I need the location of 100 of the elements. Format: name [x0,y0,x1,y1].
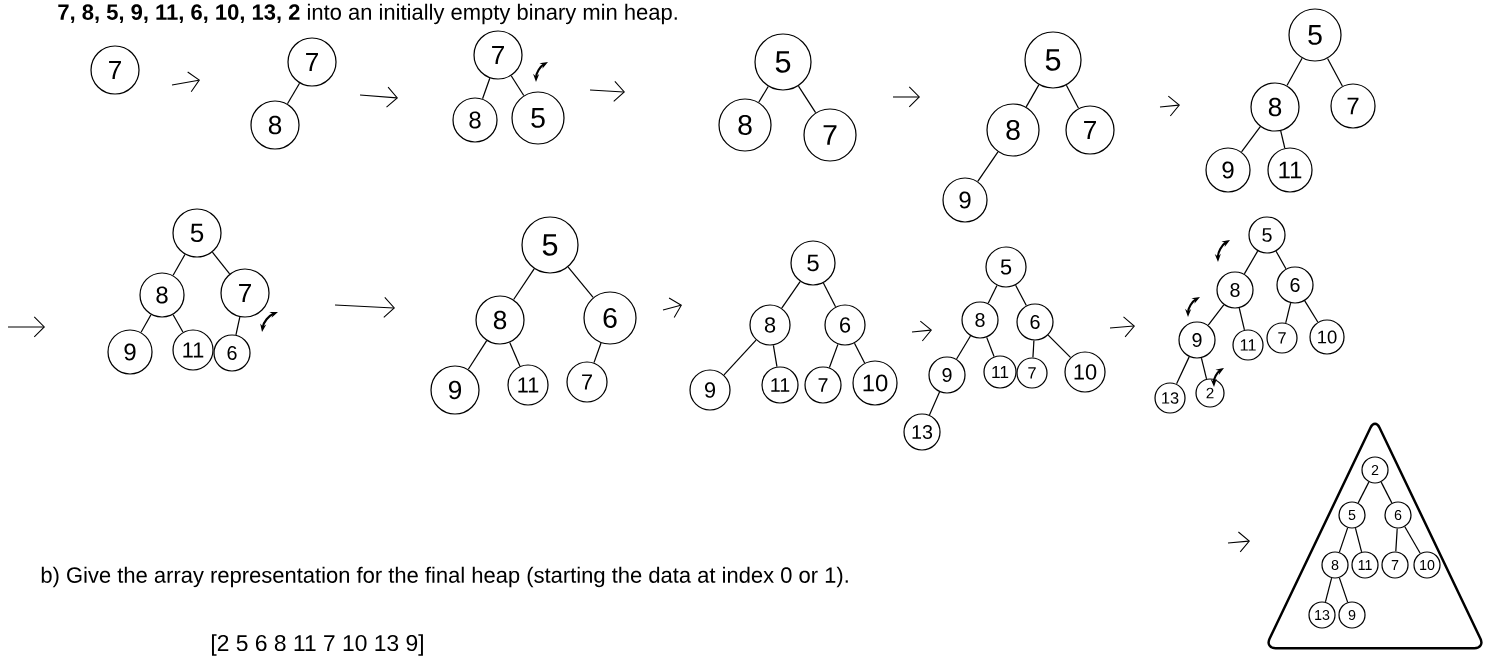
heap-node: 6 [583,291,637,345]
question-text: b) Give the array representation for the final heap (starting the data at index 0 or 1). [41,566,848,588]
heap-node: 7 [1330,83,1376,129]
tree-edge [1286,57,1303,87]
tree-edge [797,85,817,114]
tree-edge [723,339,757,376]
heap-node: 11 [1267,147,1313,193]
heap-node: 8 [452,97,498,143]
heap-node: 11 [761,366,799,404]
tree-edge [211,251,231,275]
tree-edge [1176,356,1190,385]
heap-node: 8 [475,295,525,345]
heap-node: 7 [473,30,523,80]
heap-node: 11 [1232,329,1264,361]
heap-node: 8 [986,103,1040,157]
heap-node: 13 [903,413,941,451]
heap-node: 7 [287,37,337,87]
tree-edge [172,253,186,276]
tree-edge [853,342,866,364]
heap-node: 7 [90,45,140,95]
tree-edge [509,342,521,367]
heap-node: 7 [566,361,608,403]
tree-edge [758,85,769,103]
tree-edge [1275,250,1287,270]
heap-node: 8 [1250,82,1300,132]
heap-node: 11 [507,364,549,406]
heap-node: 8 [749,304,791,346]
heap-node: 8 [250,100,300,150]
heap-node: 7 [1016,357,1048,389]
heap-node: 9 [1205,147,1251,193]
tree-edge [781,280,801,309]
tree-edge [1240,126,1261,153]
tree-edge [1047,334,1072,359]
array-answer: [2 5 6 8 11 7 10 13 9] [212,634,423,656]
heap-node: 5 [1288,8,1342,62]
tree-edge [1354,527,1363,553]
tree-edge [1338,577,1349,603]
heap-node: 9 [430,365,480,415]
heap-node: 8 [961,301,999,339]
heap-node: 2 [1361,456,1389,484]
heap-node: 10 [1064,351,1106,393]
heap-node: 2 [1195,378,1225,408]
tree-edge [1065,84,1080,109]
heap-node: 6 [824,304,866,346]
tree-edge [593,342,602,364]
tree-edge [987,284,998,304]
heap-node: 9 [689,369,731,411]
heap-node: 5 [1248,216,1286,254]
tree-edge [986,336,995,358]
heap-node: 9 [942,177,988,223]
tree-edge [1395,527,1398,553]
tree-edge [140,314,152,333]
tree-edge [467,340,488,370]
tree-edge [1015,284,1027,307]
heap-node: 9 [1178,321,1216,359]
heap-node: 7 [803,108,857,162]
heap-node: 6 [213,334,251,372]
tree-edge [1238,307,1246,331]
tree-edge [928,391,941,416]
heap-node: 9 [928,356,966,394]
heap-node: 5 [1024,31,1082,89]
tree-edge [1338,527,1349,553]
tree-edge [1243,250,1259,275]
heap-node: 5 [754,33,812,91]
heap-node: 9 [1338,601,1366,629]
heap-node: 8 [1216,271,1254,309]
tree-edge [1200,357,1208,380]
tree-edge [510,75,525,97]
tree-edge [513,268,535,301]
tree-edge [1032,339,1035,359]
tree-edge [567,266,594,299]
heap-node: 5 [790,240,836,286]
heap-node: 13 [1308,601,1336,629]
heap-node: 7 [1065,105,1115,155]
tree-edge [1404,526,1421,554]
heap-node: 10 [1309,319,1345,355]
heap-node: 6 [1276,266,1314,304]
heap-node: 8 [139,272,185,318]
tree-edge [1357,481,1370,504]
heap-node: 6 [1016,303,1054,341]
heap-node: 7 [1266,322,1298,354]
tree-edge [822,282,837,308]
tree-edge [286,82,301,105]
heap-node: 11 [1351,551,1379,579]
heap-node: 10 [852,360,898,406]
tree-edge [1326,57,1343,87]
outline-triangle [1267,422,1483,650]
heap-node: 8 [718,98,772,152]
tree-edge [1304,300,1319,323]
tree-edge [1380,481,1393,504]
heap-node: 10 [1413,551,1441,579]
heap-node: 11 [172,329,214,371]
heap-node: 6 [1384,501,1412,529]
heap-node: 8 [1321,551,1349,579]
heap-node: 11 [983,355,1017,389]
tree-edge [955,335,972,360]
tree-edge [1285,302,1292,324]
heap-node: 5 [521,216,579,274]
tree-edge [172,314,184,333]
heap-node: 7 [220,268,270,318]
